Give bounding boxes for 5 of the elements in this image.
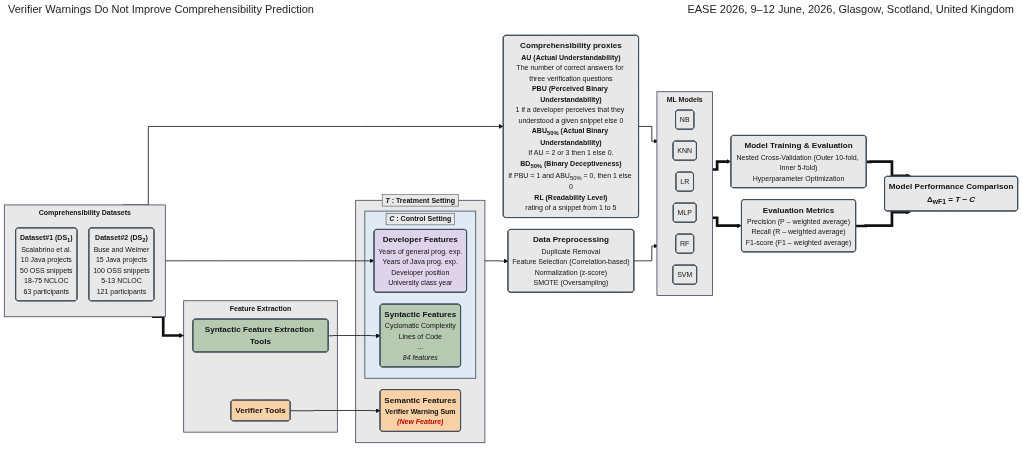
arrow <box>712 216 742 229</box>
arrow <box>712 159 732 171</box>
arrow <box>855 209 911 228</box>
running-header-title: Verifier Warnings Do Not Improve Comprehensibility Prediction <box>8 3 314 17</box>
running-header-venue: EASE 2026, 9–12 June, 2026, Glasgow, Scotland, United Kingdom <box>687 3 1014 17</box>
